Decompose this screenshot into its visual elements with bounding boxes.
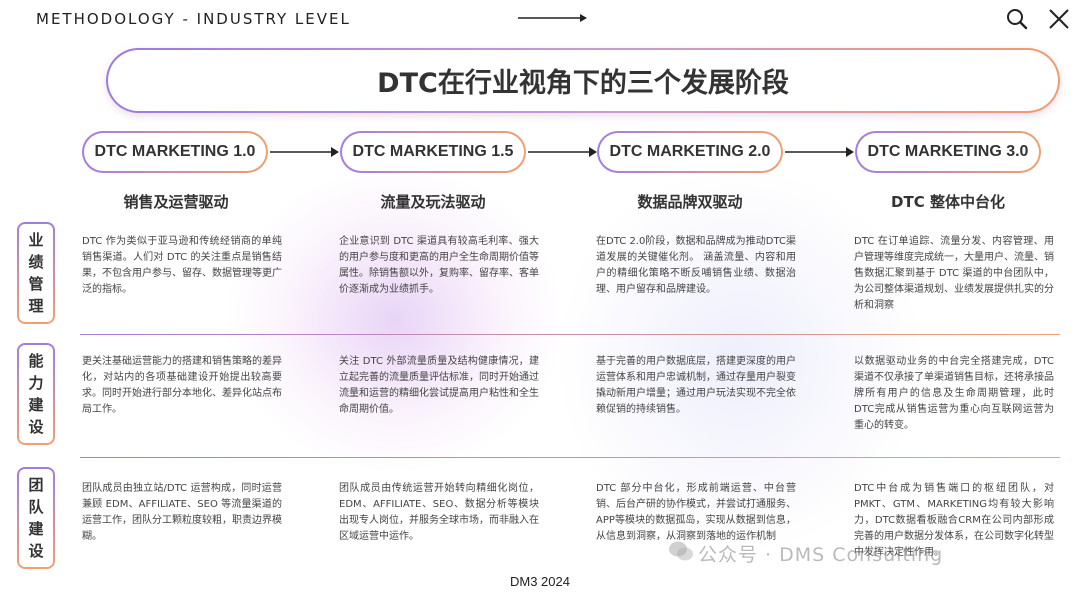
stage-pill-1: DTC MARKETING 1.0 <box>82 131 268 173</box>
arrow-right-icon <box>270 147 339 157</box>
row-label-capability: 能 力 建 设 <box>17 343 55 445</box>
row-divider <box>80 334 1060 335</box>
table-cell: 团队成员由传统运营开始转向精细化岗位，EDM、AFFILIATE、SEO、数据分… <box>339 483 539 542</box>
row-label-char: 设 <box>28 542 44 560</box>
row-label-char: 团 <box>28 476 44 494</box>
stage-label: DTC MARKETING 1.5 <box>342 133 524 171</box>
table-cell: 关注 DTC 外部流量质量及结构健康情况，建立起完善的流量质量评估标准，同时开始… <box>339 356 539 415</box>
header-title: METHODOLOGY - INDUSTRY LEVEL <box>36 10 351 28</box>
main-title: DTC在行业视角下的三个发展阶段 <box>108 50 1058 111</box>
table-cell: 以数据驱动业务的中台完全搭建完成，DTC 渠道不仅承接了单渠道销售目标，还将承接… <box>854 356 1054 431</box>
search-icon[interactable] <box>1006 8 1028 30</box>
row-label-char: 力 <box>28 374 44 392</box>
table-cell: 团队成员由独立站/DTC 运营构成，同时运营兼顾 EDM、AFFILIATE、S… <box>82 483 282 542</box>
row-label-char: 管 <box>28 275 44 293</box>
row-label-char: 绩 <box>28 253 44 271</box>
main-title-box: DTC在行业视角下的三个发展阶段 <box>106 48 1060 113</box>
row-label-performance: 业 绩 管 理 <box>17 222 55 324</box>
stage-label: DTC MARKETING 3.0 <box>857 133 1039 171</box>
table-cell: DTC 部分中台化，形成前端运营、中台营销、后台产研的协作模式，并尝试打通服务、… <box>596 483 796 542</box>
wechat-icon <box>669 541 693 561</box>
table-cell: DTC中台成为销售端口的枢纽团队，对PMKT、GTM、MARKETING均有较大… <box>854 483 1054 558</box>
stage-pill-2: DTC MARKETING 1.5 <box>340 131 526 173</box>
arrow-right-icon <box>518 14 587 22</box>
row-label-team: 团 队 建 设 <box>17 467 55 569</box>
stage-subtitle: 数据品牌双驱动 <box>637 193 743 211</box>
arrow-right-icon <box>785 147 854 157</box>
stage-pill-4: DTC MARKETING 3.0 <box>855 131 1041 173</box>
row-label-char: 建 <box>28 396 44 414</box>
watermark: 公众号 · DMS Consulting <box>698 544 944 566</box>
row-label-char: 队 <box>28 498 44 516</box>
close-icon[interactable] <box>1048 8 1070 30</box>
table-cell: DTC 作为类似于亚马逊和传统经销商的单纯销售渠道。人们对 DTC 的关注重点是… <box>82 236 282 295</box>
arrow-right-icon <box>528 147 597 157</box>
row-label-char: 能 <box>28 352 44 370</box>
table-cell: DTC 在订单追踪、流量分发、内容管理、用户管理等维度完成统一，大量用户、流量、… <box>854 236 1054 311</box>
table-cell: 更关注基础运营能力的搭建和销售策略的差异化，对站内的各项基础建设开始提出较高要求… <box>82 356 282 415</box>
stage-subtitle: 销售及运营驱动 <box>123 193 229 211</box>
row-divider <box>80 457 1060 458</box>
table-cell: 在DTC 2.0阶段，数据和品牌成为推动DTC渠道发展的关键催化剂。 涵盖流量、… <box>596 236 796 295</box>
stage-pill-3: DTC MARKETING 2.0 <box>597 131 783 173</box>
row-label-char: 业 <box>28 231 44 249</box>
stage-label: DTC MARKETING 1.0 <box>84 133 266 171</box>
stage-subtitle: DTC 整体中台化 <box>891 193 1005 211</box>
row-label-char: 理 <box>28 297 44 315</box>
stage-label: DTC MARKETING 2.0 <box>599 133 781 171</box>
footer-label: DM3 2024 <box>510 574 570 589</box>
background-glow-purple <box>230 170 560 470</box>
table-cell: 基于完善的用户数据底层，搭建更深度的用户运营体系和用户忠诚机制，通过存量用户裂变… <box>596 356 796 415</box>
row-label-char: 设 <box>28 418 44 436</box>
table-cell: 企业意识到 DTC 渠道具有较高毛利率、强大的用户参与度和更高的用户全生命周期价… <box>339 236 539 295</box>
stage-subtitle: 流量及玩法驱动 <box>380 193 486 211</box>
row-label-char: 建 <box>28 520 44 538</box>
